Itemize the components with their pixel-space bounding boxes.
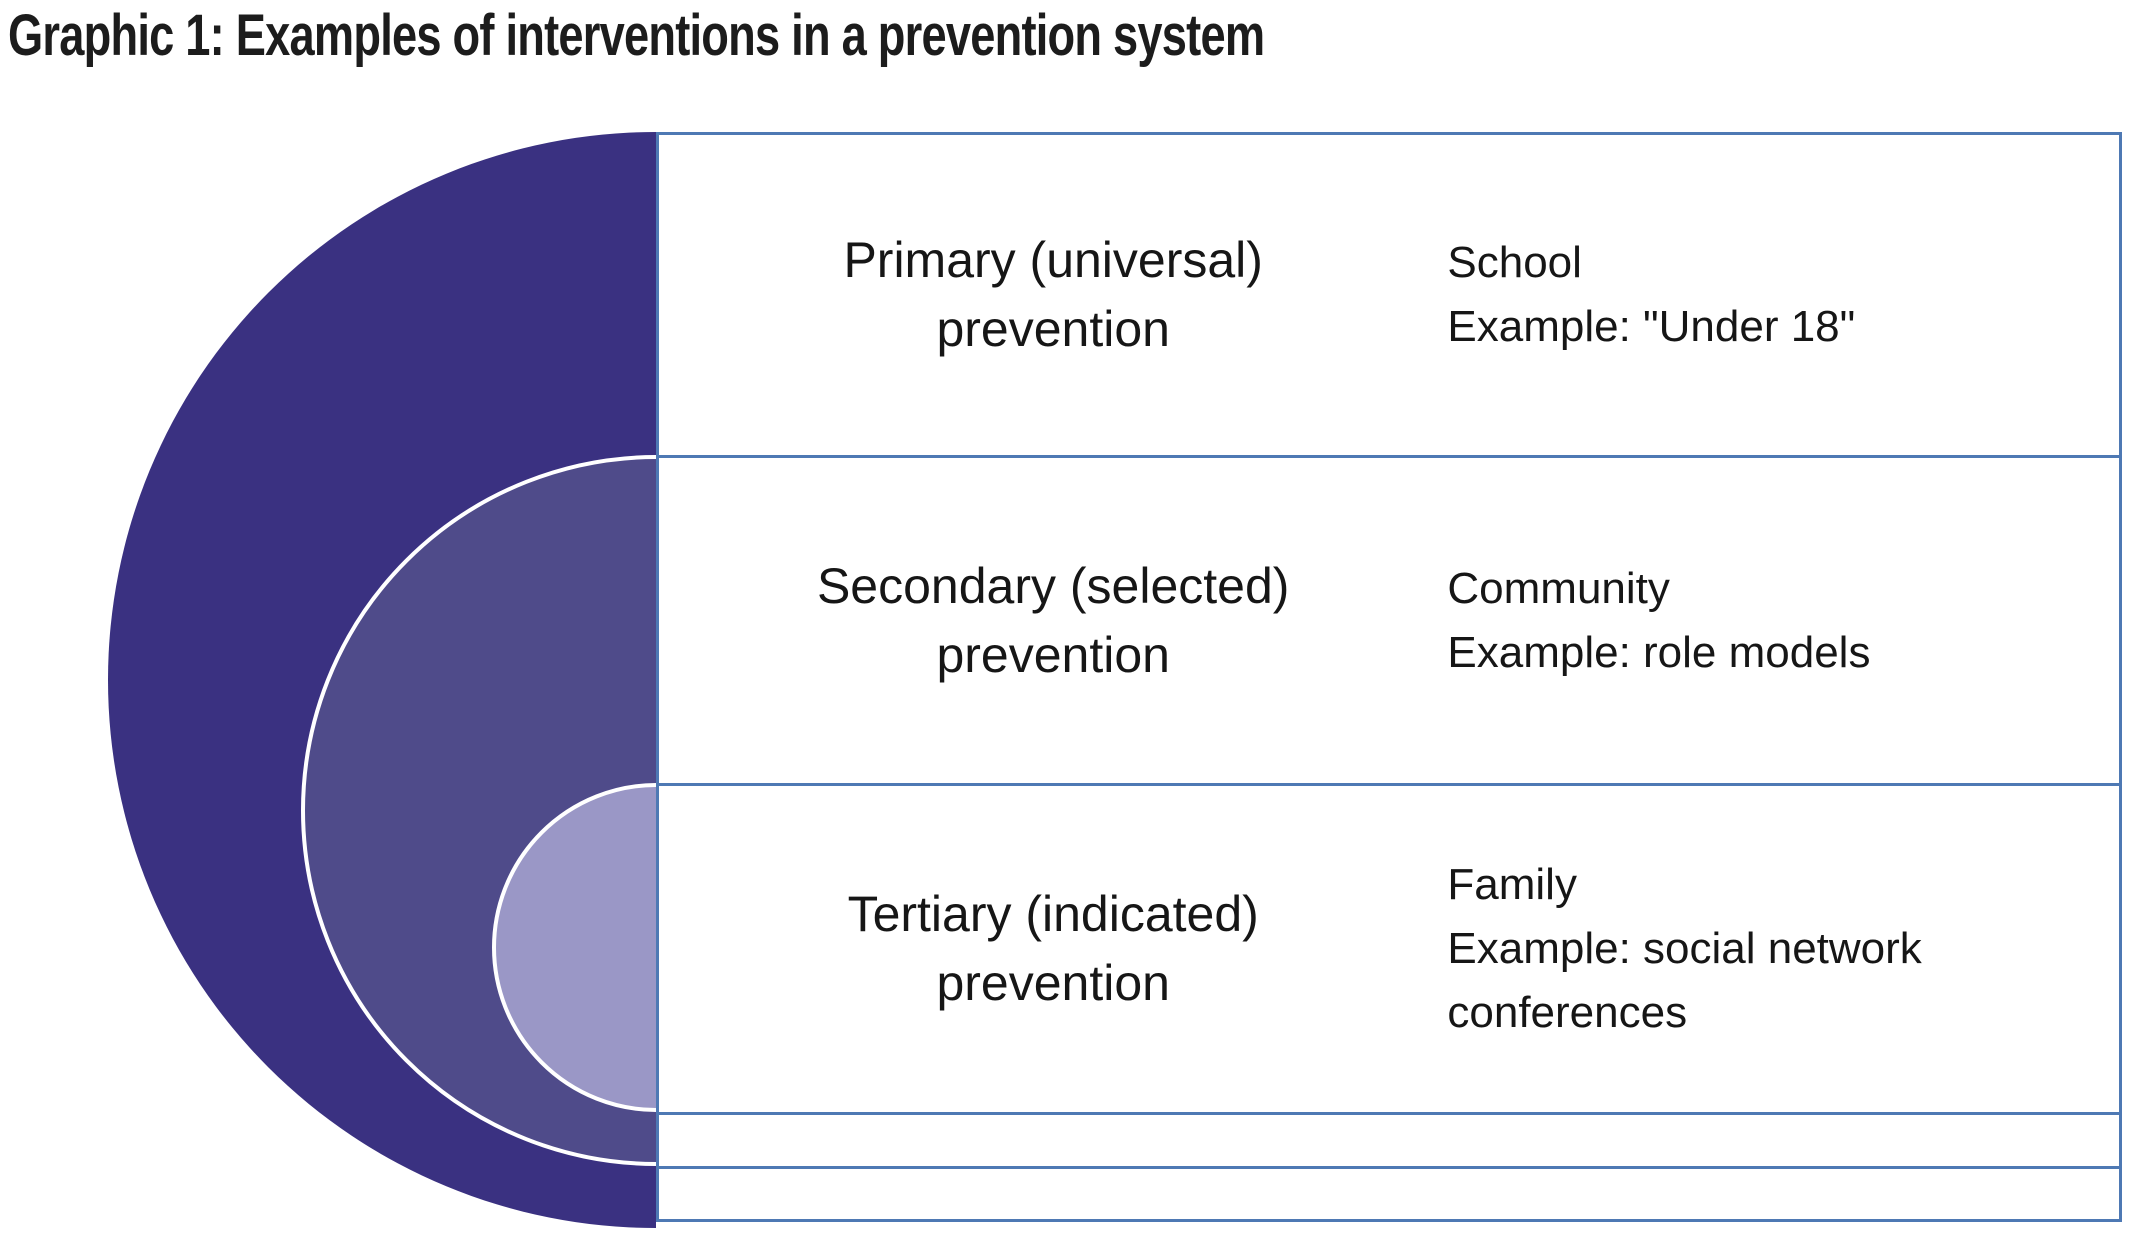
table-row-empty-1 <box>659 1115 2119 1169</box>
example-line: Example: social network <box>1447 924 1922 973</box>
label-line: Secondary (selected) <box>816 557 1290 614</box>
graphic-title: Graphic 1: Examples of interventions in … <box>8 3 1265 68</box>
example-line: School <box>1447 238 1582 287</box>
row-example-secondary: Community Example: role models <box>1447 458 2119 783</box>
row-example-primary: School Example: "Under 18" <box>1447 135 2119 455</box>
label-line: prevention <box>936 301 1170 357</box>
row-example-tertiary: Family Example: social network conferenc… <box>1447 786 2119 1112</box>
example-line: Family <box>1447 860 1577 909</box>
table-row-tertiary: Tertiary (indicated) prevention Family E… <box>659 786 2119 1115</box>
row-label-primary: Primary (universal) prevention <box>659 135 1447 455</box>
label-line: Tertiary (indicated) <box>847 886 1259 942</box>
example-line: Example: "Under 18" <box>1447 302 1856 351</box>
label-line: prevention <box>936 955 1170 1011</box>
table-row-primary: Primary (universal) prevention School Ex… <box>659 135 2119 458</box>
example-line: Community <box>1447 563 1670 613</box>
example-line: Example: role models <box>1447 627 1871 677</box>
table-row-empty-2 <box>659 1169 2119 1219</box>
row-label-tertiary: Tertiary (indicated) prevention <box>659 786 1447 1112</box>
table-row-secondary: Secondary (selected) prevention Communit… <box>659 458 2119 786</box>
label-line: prevention <box>936 626 1170 683</box>
example-line: conferences <box>1447 988 1688 1037</box>
nested-circles <box>0 0 656 1237</box>
row-label-secondary: Secondary (selected) prevention <box>659 458 1447 783</box>
label-line: Primary (universal) <box>843 232 1263 288</box>
interventions-table: Primary (universal) prevention School Ex… <box>656 132 2122 1222</box>
